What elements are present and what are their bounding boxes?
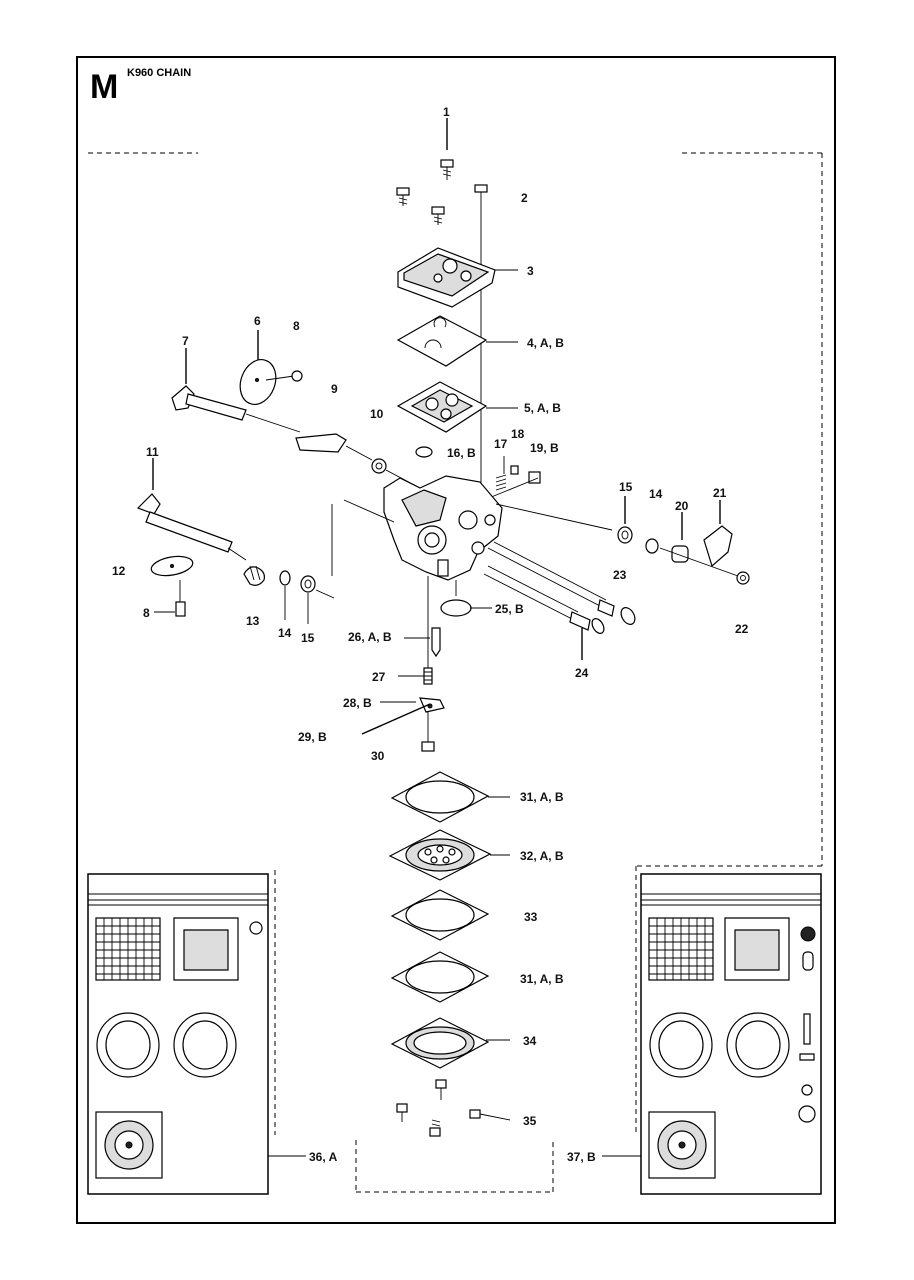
callout-32: 32, A, B — [520, 849, 564, 863]
callout-18: 18 — [511, 427, 525, 441]
plug-16 — [415, 446, 433, 458]
callout-24: 24 — [575, 666, 589, 680]
callout-30: 30 — [371, 749, 385, 763]
callout-4: 4, A, B — [527, 336, 564, 350]
pin-18 — [510, 465, 519, 475]
cover-34 — [390, 1017, 510, 1069]
callout-labels: 1 2 3 4, A, B 5, A, B 6 7 8 8 9 10 11 12… — [112, 105, 749, 1164]
pin-29 — [361, 703, 431, 735]
cap-19 — [528, 471, 541, 484]
spring-13 — [243, 565, 265, 586]
callout-14-left: 14 — [278, 626, 292, 640]
model-title: K960 CHAIN — [127, 67, 191, 79]
callout-19: 19, B — [530, 441, 559, 455]
callout-31-upper: 31, A, B — [520, 790, 564, 804]
callout-15-left: 15 — [301, 631, 315, 645]
gasket-31-upper — [390, 771, 510, 823]
callout-29: 29, B — [298, 730, 327, 744]
nut-22 — [736, 571, 750, 585]
callout-8-top: 8 — [293, 319, 300, 333]
callout-31-lower: 31, A, B — [520, 972, 564, 986]
valve-25 — [440, 580, 492, 617]
choke-valve-12 — [150, 555, 194, 577]
callout-8-bottom: 8 — [143, 606, 150, 620]
callout-9: 9 — [331, 382, 338, 396]
screws-35 — [396, 1079, 511, 1137]
needles-24 — [483, 565, 605, 660]
diaphragm-32 — [388, 829, 510, 881]
seal-15-right — [617, 496, 633, 544]
callout-22: 22 — [735, 622, 749, 636]
gasket-5 — [396, 381, 518, 433]
callout-26: 26, A, B — [348, 630, 392, 644]
callout-36: 36, A — [309, 1150, 338, 1164]
screws-2 — [396, 184, 488, 500]
callout-5: 5, A, B — [524, 401, 561, 415]
callout-10: 10 — [370, 407, 384, 421]
washer-14-left — [279, 570, 291, 620]
cap-20 — [671, 512, 689, 563]
gasket-4 — [396, 315, 518, 367]
callout-34: 34 — [523, 1034, 537, 1048]
screw-8-lower — [154, 580, 186, 617]
callout-6: 6 — [254, 314, 261, 328]
callout-35: 35 — [523, 1114, 537, 1128]
screw-30 — [421, 712, 435, 752]
callout-37: 37, B — [567, 1150, 596, 1164]
seal-15-left — [300, 575, 335, 624]
dashed-guide-lines — [88, 152, 823, 1193]
callout-15-right: 15 — [619, 480, 633, 494]
washer-14-right — [645, 538, 659, 554]
gasket-33 — [390, 889, 490, 941]
spring-27 — [398, 667, 433, 685]
callout-17: 17 — [494, 437, 508, 451]
callout-11: 11 — [146, 445, 159, 459]
callout-16: 16, B — [447, 446, 476, 460]
callout-28: 28, B — [343, 696, 372, 710]
lever-28 — [380, 697, 445, 713]
throttle-valve-6 — [239, 330, 303, 405]
throttle-shaft-7 — [171, 348, 421, 489]
spring-17 — [495, 456, 507, 491]
needles-23 — [487, 541, 636, 625]
page-border — [76, 56, 836, 1224]
lever-21 — [703, 500, 733, 568]
kit-37-box — [602, 873, 822, 1195]
callout-21: 21 — [713, 486, 727, 500]
kit-36-box — [87, 873, 306, 1195]
cover-plate-3 — [397, 247, 518, 308]
callout-12: 12 — [112, 564, 126, 578]
callout-33: 33 — [524, 910, 538, 924]
callout-1: 1 — [443, 105, 450, 119]
callout-25: 25, B — [495, 602, 524, 616]
choke-shaft-11 — [136, 458, 247, 561]
gasket-31-lower — [390, 951, 490, 1003]
callout-13: 13 — [246, 614, 260, 628]
carburetor-body — [331, 475, 613, 581]
needle-26 — [404, 576, 441, 670]
callout-23: 23 — [613, 568, 627, 582]
callout-7: 7 — [182, 334, 189, 348]
callout-27: 27 — [372, 670, 386, 684]
callout-20: 20 — [675, 499, 689, 513]
callout-3: 3 — [527, 264, 534, 278]
screw-1 — [440, 118, 454, 180]
callout-2: 2 — [521, 191, 528, 205]
callout-14-right: 14 — [649, 487, 663, 501]
section-letter: M — [90, 68, 118, 106]
